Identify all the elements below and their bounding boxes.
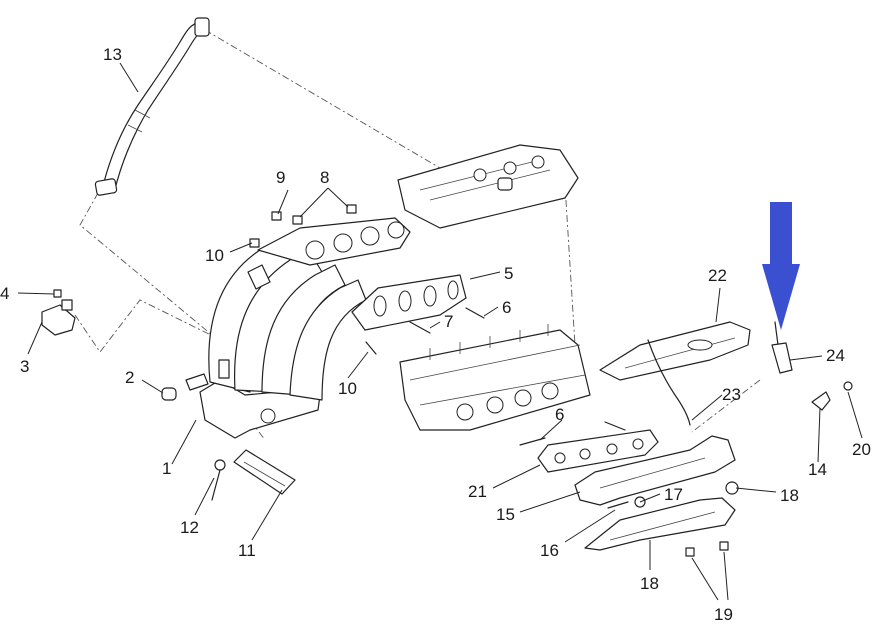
callout-20: 19 (714, 605, 733, 624)
callout-16: 15 (496, 505, 515, 524)
callout-3: 3 (20, 357, 29, 376)
callout-25: 24 (826, 346, 845, 365)
assembly-lines (74, 29, 761, 441)
gasket-part-21 (537, 429, 659, 473)
callout-1: 1 (162, 459, 171, 478)
callout-6-upper: 6 (502, 298, 511, 317)
small-fasteners (53, 204, 357, 501)
callout-17: 16 (540, 541, 559, 560)
callout-14: 13 (103, 45, 122, 64)
gasket-part-5 (351, 274, 467, 331)
callout-9: 8 (320, 168, 329, 187)
clip-part-15 (811, 391, 831, 411)
callout-10: 9 (276, 168, 285, 187)
heat-shield-part-19 (584, 497, 736, 551)
breather-hose (94, 17, 210, 196)
callout-18-left: 17 (664, 485, 683, 504)
wire-part-24 (647, 339, 691, 426)
callout-labels: 13 9 8 10 4 3 2 1 12 11 5 6 7 10 6 21 15… (0, 45, 871, 624)
callout-23: 22 (708, 266, 727, 285)
bolts (607, 501, 729, 557)
callout-24: 23 (722, 385, 741, 404)
leader-lines (17, 62, 863, 601)
intake-manifold (199, 217, 411, 439)
callout-22: 20 (852, 440, 871, 459)
valve-cover (397, 144, 579, 229)
heat-shield-part-23 (599, 321, 751, 381)
callout-13: 12 (180, 518, 199, 537)
callout-8: 10 (338, 379, 357, 398)
callout-12: 11 (238, 541, 256, 560)
callout-7: 7 (444, 312, 453, 331)
callout-18-right: 18 (780, 486, 799, 505)
bracket-part-12 (233, 449, 296, 495)
sensor-part-25 (771, 321, 793, 374)
callout-4: 4 (0, 284, 9, 303)
sensor-part-3 (41, 299, 76, 336)
callout-5: 5 (504, 264, 513, 283)
callout-6-lower: 6 (555, 405, 564, 424)
bolt-part-22 (843, 381, 853, 391)
callout-11: 10 (205, 246, 224, 265)
callout-21: 21 (468, 482, 487, 501)
exhaust-manifold (574, 435, 739, 508)
callout-2: 2 (125, 368, 134, 387)
callout-19: 18 (640, 574, 659, 593)
down-arrow-icon (762, 202, 800, 330)
callout-15: 14 (808, 460, 827, 479)
cylinder-head (399, 324, 591, 431)
